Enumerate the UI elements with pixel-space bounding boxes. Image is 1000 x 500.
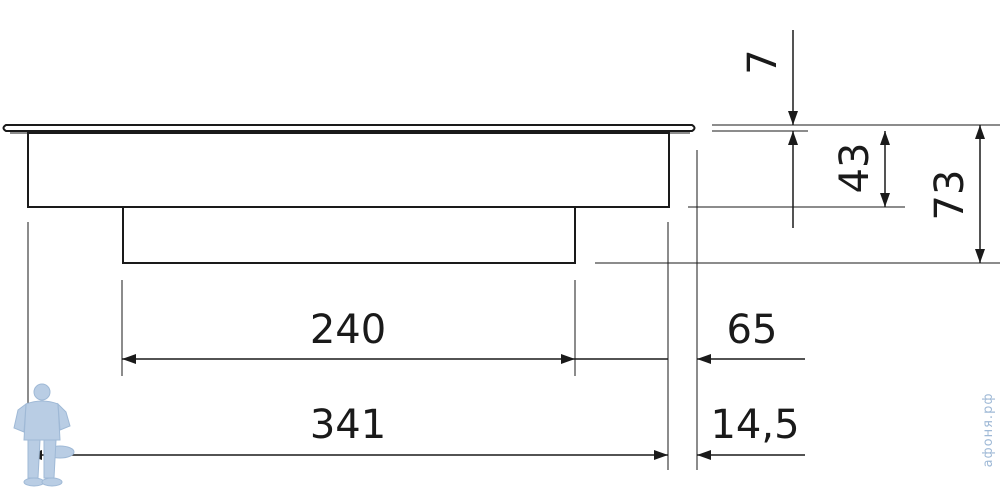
dim-label-43: 43 xyxy=(832,143,878,194)
dim-label-14-5: 14,5 xyxy=(710,402,799,448)
top-rim xyxy=(2,124,696,132)
watermark-text: афоня.рф xyxy=(981,393,996,468)
dimension-lines xyxy=(28,30,985,460)
plumber-mascot-logo xyxy=(13,383,75,487)
lower-body xyxy=(122,206,576,264)
dim-label-73: 73 xyxy=(927,170,973,221)
dim-label-341: 341 xyxy=(310,402,386,448)
dim-label-240: 240 xyxy=(310,307,386,353)
dim-label-7: 7 xyxy=(740,49,786,74)
upper-body xyxy=(27,132,670,208)
extension-lines xyxy=(27,124,1000,470)
dim-label-65: 65 xyxy=(727,307,778,353)
product-outline xyxy=(2,124,696,264)
